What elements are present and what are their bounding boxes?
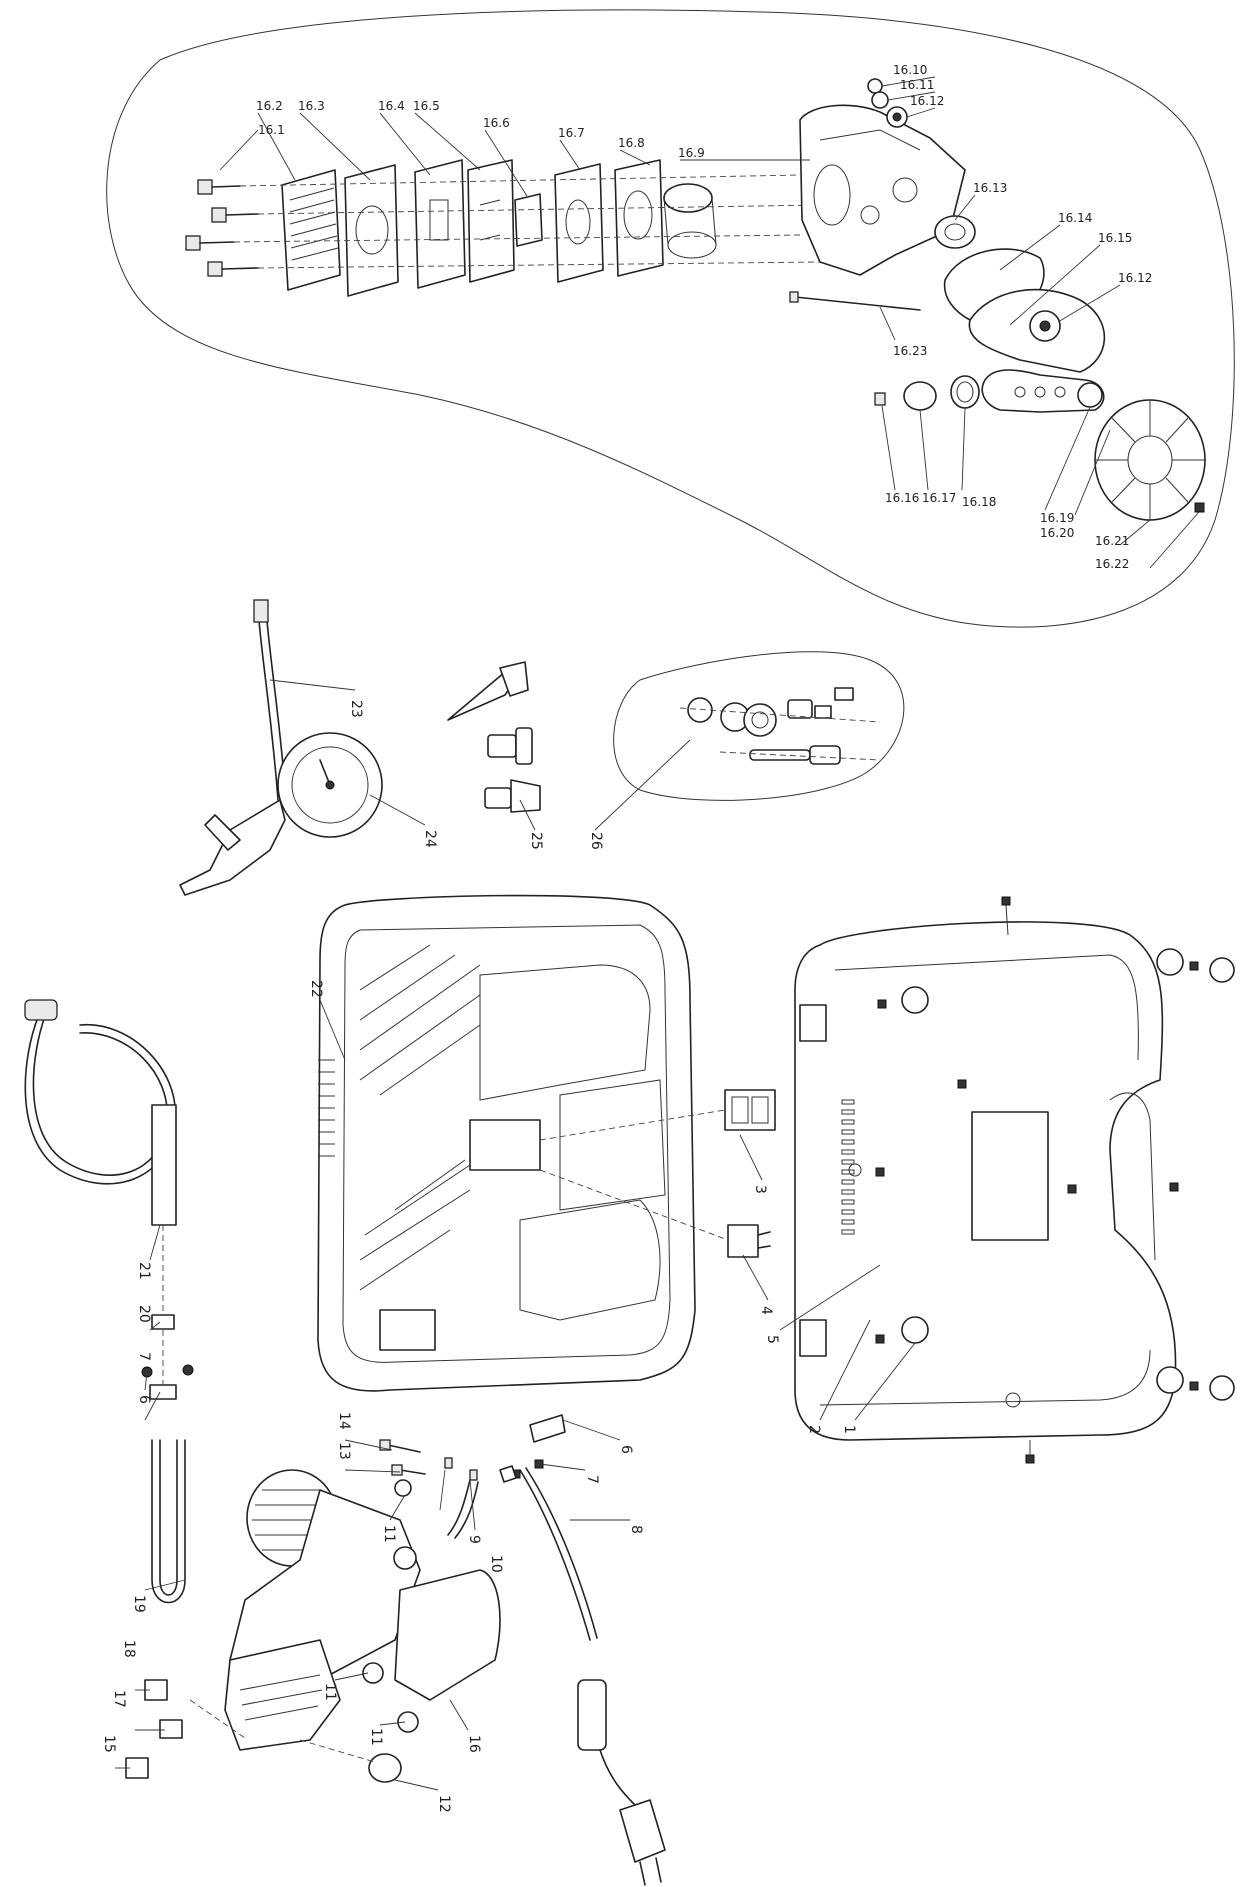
leader-lines-bottom (115, 999, 916, 1791)
cylinder-16-8 (663, 183, 717, 259)
label-16-7: 16.7 (558, 126, 585, 140)
label-26: 26 (588, 832, 604, 850)
label-9: 9 (466, 1535, 482, 1544)
adapters-25 (447, 661, 541, 813)
label-16: 16 (466, 1735, 482, 1753)
label-3: 3 (752, 1185, 768, 1194)
fan-16-20 (1094, 399, 1206, 521)
leader-lines-top (219, 76, 1200, 569)
fittings-left (125, 1225, 246, 1779)
label-16-15: 16.15 (1098, 231, 1132, 245)
bearings (867, 78, 976, 249)
label-7-right: 7 (584, 1475, 600, 1484)
label-22: 22 (308, 980, 324, 998)
screws-9-14 (379, 1439, 478, 1497)
label-4: 4 (758, 1306, 774, 1315)
part-4 (727, 1224, 771, 1258)
label-16-9: 16.9 (678, 146, 705, 160)
label-16-13: 16.13 (973, 181, 1007, 195)
label-11-b: 11 (322, 1683, 338, 1701)
label-12: 12 (436, 1795, 452, 1813)
label-16-10: 16.10 (893, 63, 927, 77)
label-14: 14 (336, 1412, 352, 1430)
label-15: 15 (101, 1735, 117, 1753)
label-25: 25 (528, 832, 544, 850)
label-16-16: 16.16 (885, 491, 919, 505)
label-16-11: 16.11 (900, 78, 934, 92)
pump-head-assembly: 16.1 16.2 16.3 16.4 16.5 16.6 16.7 16.8 … (106, 9, 1235, 628)
label-16-12: 16.12 (910, 94, 944, 108)
label-16-4: 16.4 (378, 99, 405, 113)
part-12 (368, 1753, 402, 1783)
label-10: 10 (488, 1555, 504, 1573)
label-24: 24 (422, 830, 438, 848)
gasket-plates (344, 159, 664, 297)
label-16-2: 16.2 (256, 99, 283, 113)
switch-3 (724, 1089, 776, 1131)
label-11-a: 11 (381, 1525, 397, 1543)
compressor-unit-16 (224, 1469, 501, 1751)
label-5: 5 (764, 1335, 780, 1344)
label-18: 18 (121, 1640, 137, 1658)
label-8: 8 (628, 1525, 644, 1534)
label-1: 1 (841, 1425, 857, 1434)
accessories: 23 24 25 26 (179, 599, 905, 896)
label-11-c: 11 (368, 1728, 384, 1746)
housing-rear-5 (794, 896, 1235, 1464)
housing-front-22 (317, 894, 696, 1392)
housing-assembly: 22 3 4 5 2 1 6 7 8 9 10 11 13 14 11 11 1… (24, 894, 1235, 1886)
label-16-19: 16.19 (1040, 511, 1074, 525)
label-16-21: 16.21 (1095, 534, 1129, 548)
label-16-8: 16.8 (618, 136, 645, 150)
label-7-left: 7 (136, 1352, 152, 1361)
label-16-6: 16.6 (483, 116, 510, 130)
cylinder-head-16-2 (281, 169, 341, 291)
eccentric-16-15 (968, 288, 1106, 373)
tyre-inflator-23 (179, 599, 383, 896)
crankcase-16-9 (799, 104, 966, 276)
pump-head-outline (106, 9, 1235, 628)
label-6-left: 6 (136, 1395, 152, 1404)
label-23: 23 (348, 700, 364, 718)
label-16-5: 16.5 (413, 99, 440, 113)
label-2: 2 (806, 1425, 822, 1434)
connecting-rod-parts (874, 369, 1105, 413)
label-16-12b: 16.12 (1118, 271, 1152, 285)
label-13: 13 (336, 1442, 352, 1460)
fittings-set-26 (613, 651, 905, 801)
power-cord-8 (519, 1467, 666, 1886)
label-19: 19 (131, 1595, 147, 1613)
air-hose-21 (24, 999, 177, 1226)
label-16-22: 16.22 (1095, 557, 1129, 571)
label-16-17: 16.17 (922, 491, 956, 505)
label-21: 21 (136, 1262, 152, 1280)
bolts-16-1 (185, 179, 259, 277)
label-16-18: 16.18 (962, 495, 996, 509)
label-16-23: 16.23 (893, 344, 927, 358)
label-16-3: 16.3 (298, 99, 325, 113)
label-17: 17 (111, 1690, 127, 1708)
label-20: 20 (136, 1305, 152, 1323)
label-6-right: 6 (618, 1445, 634, 1454)
label-16-14: 16.14 (1058, 211, 1092, 225)
cable-clamp-6-right (499, 1414, 566, 1483)
pin-16-23 (789, 291, 921, 311)
label-16-20: 16.20 (1040, 526, 1074, 540)
label-16-1: 16.1 (258, 123, 285, 137)
